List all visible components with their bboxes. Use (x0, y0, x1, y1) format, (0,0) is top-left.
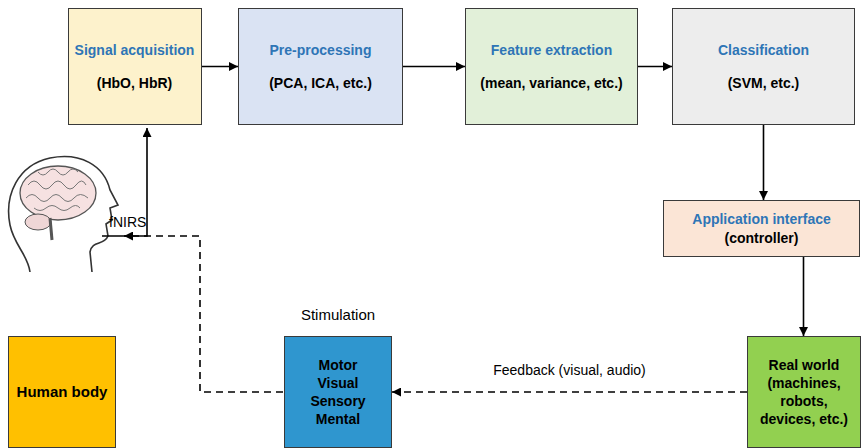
head-illustration (9, 157, 118, 272)
node-title: Human body (17, 382, 108, 402)
classification-box: Classification (SVM, etc.) (672, 8, 855, 125)
flow-arrow (638, 66, 672, 68)
human-body-box: Human body (8, 336, 116, 448)
preprocessing-box: Pre-processing (PCA, ICA, etc.) (238, 8, 403, 125)
node-title: Stimulation (265, 305, 411, 325)
node-text: Motor Visual Sensory Mental (310, 356, 365, 429)
node-text: (controller) (725, 229, 799, 247)
node-text: (HbO, HbR) (97, 74, 172, 92)
flow-arrow (803, 257, 805, 336)
stimulation-box: StimulationMotor Visual Sensory Mental (284, 336, 392, 448)
node-title: Feature extraction (491, 41, 612, 59)
feedback-arrow (392, 391, 747, 393)
edge-label: Feedback (visual, audio) (490, 362, 649, 378)
real-world-box: Real world (machines, robots, devices, e… (747, 336, 861, 448)
node-title: Classification (718, 41, 809, 59)
node-text: (SVM, etc.) (728, 74, 800, 92)
node-title: Pre-processing (270, 41, 372, 59)
node-title: Real world (machines, robots, devices, e… (754, 356, 854, 429)
node-text: (mean, variance, etc.) (480, 74, 622, 92)
node-title: Signal acquisition (75, 41, 195, 59)
node-text: (PCA, ICA, etc.) (269, 74, 372, 92)
node-title: Application interface (692, 210, 830, 228)
flow-arrow (763, 125, 765, 200)
flow-arrow (403, 66, 465, 68)
signal-label: fNIRS (106, 214, 149, 230)
feature-box: Feature extraction (mean, variance, etc.) (465, 8, 638, 125)
interface-box: Application interface(controller) (663, 200, 860, 257)
stimulation-line (124, 236, 283, 392)
flow-arrow (202, 66, 239, 68)
acquisition-box: Signal acquisition (HbO, HbR) (68, 8, 202, 125)
